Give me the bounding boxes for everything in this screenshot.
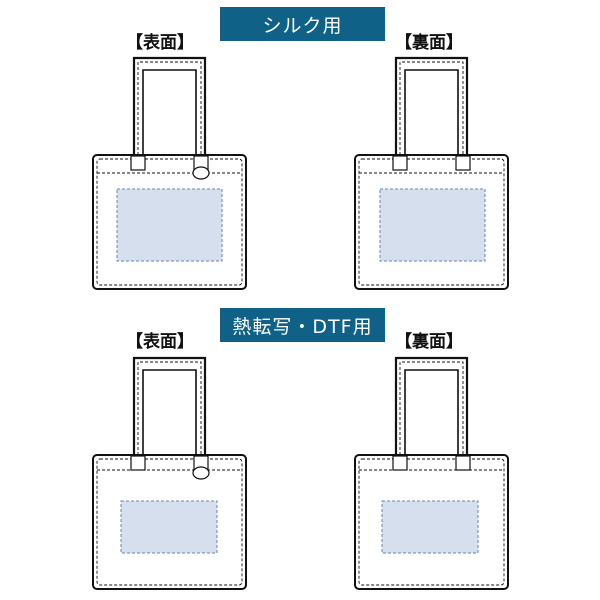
print-area-silk-front: [116, 188, 223, 262]
tote-bag-silk-front: [92, 56, 247, 290]
section-title-silk: シルク用: [220, 7, 385, 41]
print-area-dtf-back: [381, 500, 479, 554]
section-title-dtf: 熱転写・DTF用: [220, 308, 385, 342]
front-label-silk: 【表面】: [126, 33, 194, 53]
tote-bag-dtf-front: [92, 356, 247, 590]
print-area-silk-back: [379, 188, 486, 262]
back-label-silk: 【裏面】: [395, 33, 463, 53]
tote-bag-dtf-back: [354, 356, 509, 590]
tote-bag-silk-back: [354, 56, 509, 290]
front-label-dtf: 【表面】: [126, 332, 194, 352]
back-label-dtf: 【裏面】: [395, 332, 463, 352]
print-area-dtf-front: [120, 500, 218, 554]
